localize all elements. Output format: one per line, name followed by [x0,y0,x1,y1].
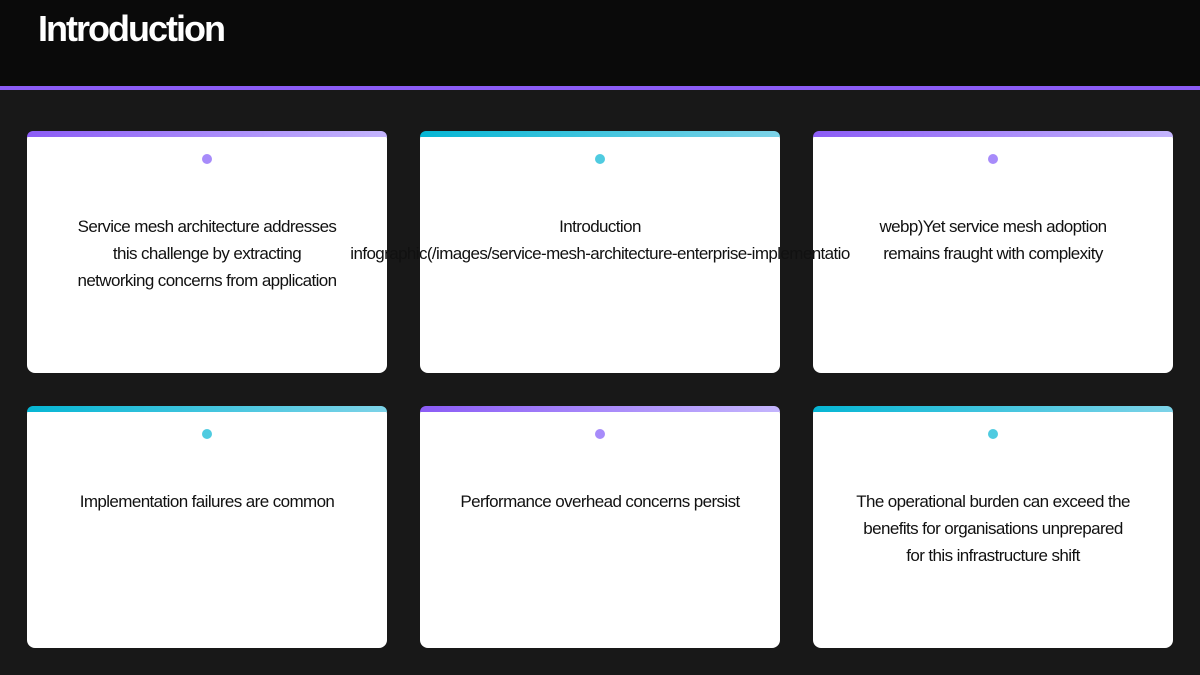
accent-bar [420,131,780,137]
accent-bar [813,406,1173,412]
card-2: Introduction infographic(/images/service… [350,131,850,373]
card-line: this challenge by extracting [112,244,302,263]
card-line: webp)Yet service mesh adoption [879,217,1107,236]
accent-bar [27,131,387,137]
accent-bar [27,406,387,412]
card-text: Service mesh architecture addresses this… [47,213,367,294]
dot-icon [988,154,998,164]
card-3: webp)Yet service mesh adoption remains f… [813,131,1173,373]
dot-icon [988,429,998,439]
card-4: Implementation failures are common [27,406,387,648]
card-line: infographic(/images/service-mesh-archite… [350,244,850,263]
accent-bar [420,406,780,412]
card-text: The operational burden can exceed the be… [833,488,1153,569]
dot-icon [202,429,212,439]
card-line: Implementation failures are common [79,492,335,511]
card-text: Performance overhead concerns persist [440,488,760,515]
card-line: for this infrastructure shift [906,546,1080,565]
card-line: The operational burden can exceed the [856,492,1130,511]
dot-icon [202,154,212,164]
header: Introduction [0,0,1200,90]
card-text: Introduction infographic(/images/service… [350,213,850,267]
card-line: networking concerns from application [77,271,337,290]
card-line: remains fraught with complexity [883,244,1103,263]
card-1: Service mesh architecture addresses this… [27,131,387,373]
accent-bar [813,131,1173,137]
card-line: Performance overhead concerns persist [460,492,740,511]
card-text: Implementation failures are common [47,488,367,515]
dot-icon [595,154,605,164]
card-6: The operational burden can exceed the be… [813,406,1173,648]
page-title: Introduction [38,8,226,49]
dot-icon [595,429,605,439]
card-line: Service mesh architecture addresses [77,217,337,236]
card-5: Performance overhead concerns persist [420,406,780,648]
card-line: benefits for organisations unprepared [863,519,1123,538]
card-line: Introduction [559,217,641,236]
card-text: webp)Yet service mesh adoption remains f… [833,213,1153,267]
